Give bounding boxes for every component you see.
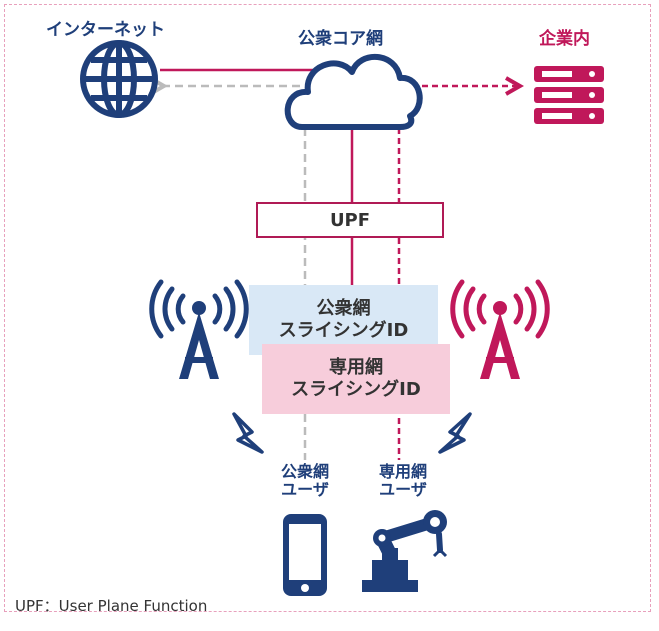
private-slicing-id-box: 専用網 スライシングID: [262, 344, 450, 414]
private-user-line2: ユーザ: [379, 480, 427, 500]
private-user-line1: 専用網: [378, 462, 427, 481]
upf-box: UPF: [256, 202, 444, 238]
core-network-label: 公衆コア網: [298, 29, 383, 49]
private-antenna-icon: [450, 279, 550, 379]
public-antenna-icon: [149, 279, 249, 379]
smartphone-icon: [283, 514, 327, 596]
enterprise-label: 企業内: [539, 29, 590, 49]
server-icon: [534, 66, 604, 124]
public-slice-line2: スライシングID: [278, 320, 409, 341]
private-slice-line2: スライシングID: [291, 379, 421, 400]
public-signal-bolt-icon: [232, 412, 264, 454]
public-user-line1: 公衆網: [280, 462, 329, 481]
public-slice-line1: 公衆網: [316, 297, 371, 319]
diagram-frame: [4, 4, 651, 612]
footnote: UPF：User Plane Function: [15, 597, 208, 615]
public-user-line2: ユーザ: [281, 480, 329, 500]
robot-arm-icon: [362, 510, 448, 592]
public-user-label: 公衆網 ユーザ: [267, 462, 343, 500]
cloud-icon: [284, 54, 423, 130]
private-user-label: 専用網 ユーザ: [365, 462, 441, 500]
internet-label: インターネット: [46, 20, 165, 40]
public-slicing-id-box: 公衆網 スライシングID: [249, 285, 438, 355]
private-slice-line1: 専用網: [329, 356, 383, 378]
globe-icon: [80, 40, 158, 118]
private-signal-bolt-icon: [438, 412, 472, 454]
